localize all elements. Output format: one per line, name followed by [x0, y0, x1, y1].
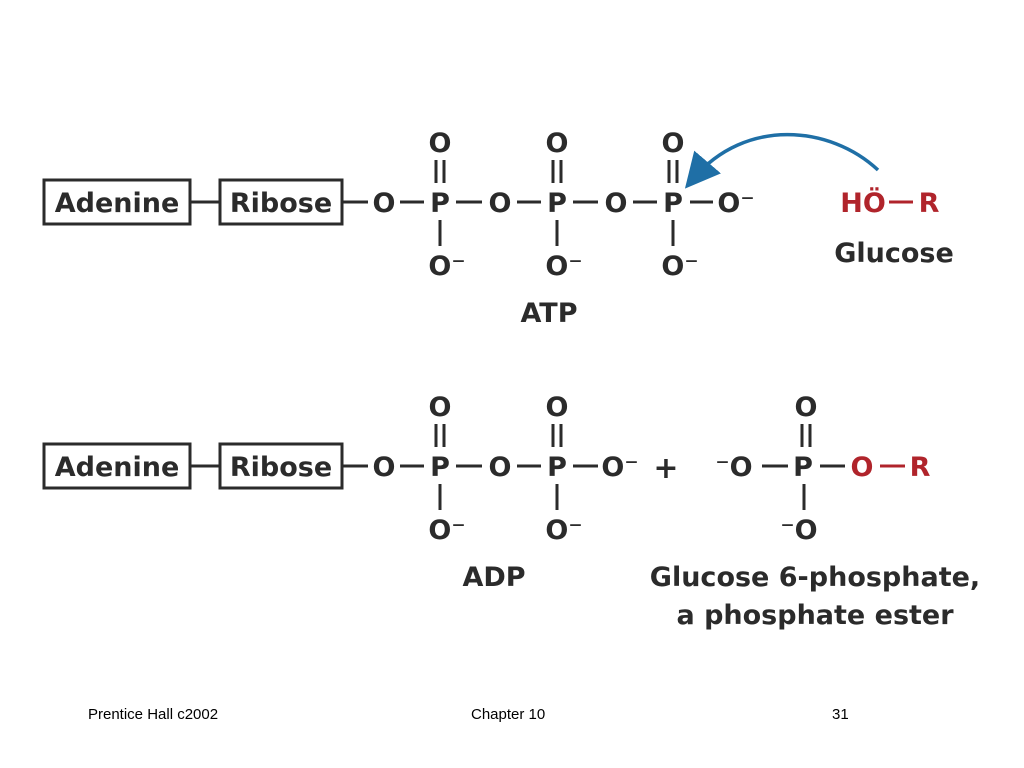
glucose-hydroxyl: HÖ — [840, 186, 886, 219]
adp-molecule: Adenine Ribose O P O P O⁻ O O O⁻ O⁻ ADP — [42, 392, 639, 593]
glucose-name: Glucose — [834, 238, 954, 269]
phosphorus: P — [793, 452, 813, 483]
glucose-molecule: HÖ R Glucose — [834, 186, 954, 269]
oxygen-minus-beta: O⁻ — [545, 515, 582, 546]
bridge-oxygen-1: O — [373, 452, 396, 483]
oxygen-minus-alpha: O⁻ — [428, 251, 465, 282]
terminal-oxygen-minus: O⁻ — [717, 188, 754, 219]
oxygen-minus-bottom: ⁻O — [780, 515, 817, 546]
nucleophilic-attack-arrow — [684, 132, 880, 189]
ester-oxygen: O — [851, 452, 874, 483]
g6p-name-line1: Glucose 6-phosphate, — [650, 562, 980, 593]
adenine-label: Adenine — [55, 188, 180, 219]
terminal-oxygen-minus: O⁻ — [601, 452, 638, 483]
plus-sign: + — [653, 451, 678, 486]
double-bond-oxygen: O — [795, 392, 818, 423]
ribose-label: Ribose — [230, 452, 332, 483]
bridge-oxygen-3: O — [605, 188, 628, 219]
footer-page-number: 31 — [832, 706, 849, 723]
r-group: R — [910, 452, 931, 483]
phosphorus-alpha: P — [430, 188, 450, 219]
phosphorus-beta: P — [547, 188, 567, 219]
oxygen-minus-alpha: O⁻ — [428, 515, 465, 546]
atp-name: ATP — [520, 298, 577, 329]
phosphorus-gamma: P — [663, 188, 683, 219]
oxygen-minus-gamma: O⁻ — [661, 251, 698, 282]
ribose-label: Ribose — [230, 188, 332, 219]
oxygen-minus-left: ⁻O — [715, 452, 752, 483]
double-bond-oxygen-beta: O — [546, 392, 569, 423]
atp-molecule: Adenine Ribose O P O P O P O⁻ O O O O⁻ O… — [42, 128, 755, 329]
double-bond-oxygen-alpha: O — [429, 128, 452, 159]
footer-publisher: Prentice Hall c2002 — [88, 706, 219, 723]
g6p-name-line2: a phosphate ester — [676, 600, 954, 631]
double-bond-oxygen-alpha: O — [429, 392, 452, 423]
adenine-label: Adenine — [55, 452, 180, 483]
glucose-6-phosphate-molecule: ⁻O P O R O ⁻O Glucose 6-phosphate, a pho… — [650, 392, 980, 631]
oxygen-minus-beta: O⁻ — [545, 251, 582, 282]
bridge-oxygen-1: O — [373, 188, 396, 219]
phosphorus-beta: P — [547, 452, 567, 483]
double-bond-oxygen-beta: O — [546, 128, 569, 159]
bridge-oxygen-2: O — [489, 188, 512, 219]
phosphorus-alpha: P — [430, 452, 450, 483]
adp-name: ADP — [462, 562, 525, 593]
bridge-oxygen-2: O — [489, 452, 512, 483]
double-bond-oxygen-gamma: O — [662, 128, 685, 159]
glucose-r-group: R — [919, 188, 940, 219]
footer-chapter: Chapter 10 — [471, 706, 546, 723]
